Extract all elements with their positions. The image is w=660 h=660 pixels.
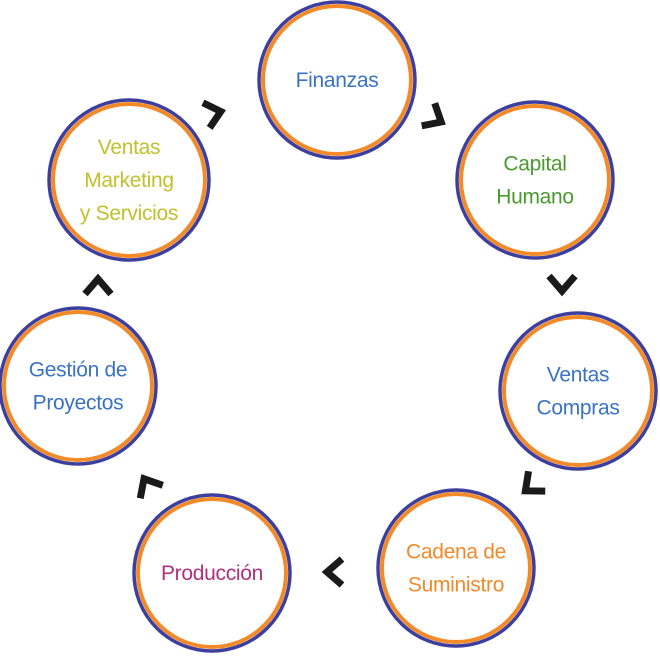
node-ring-outer <box>0 306 158 466</box>
node-label: Humano <box>496 186 574 209</box>
node-ring-inner <box>459 104 611 256</box>
chevron-icon <box>82 273 114 297</box>
node-ring-inner <box>136 497 288 649</box>
chevron-icon <box>201 99 226 130</box>
node-label: Capital <box>503 153 566 176</box>
node-ring-outer <box>498 311 658 471</box>
node-ring-outer <box>455 100 615 260</box>
node-gestion-de-proyectos: Gestión de Proyectos <box>0 306 158 466</box>
node-ring-outer <box>257 0 417 160</box>
node-ring-outer <box>132 493 292 653</box>
node-label: Ventas <box>547 364 609 387</box>
node-produccion: Producción <box>132 493 292 653</box>
node-ring-inner <box>2 310 154 462</box>
chevron-icon <box>421 102 446 130</box>
node-ring-outer <box>47 98 211 262</box>
node-label: Ventas <box>98 136 160 159</box>
node-label: Compras <box>536 397 619 420</box>
node-finanzas: Finanzas <box>257 0 417 160</box>
node-ring-inner <box>51 102 207 258</box>
node-ring-inner <box>261 4 413 156</box>
node-label: Marketing <box>84 169 174 192</box>
node-label: y Servicios <box>80 202 178 225</box>
chevron-icon <box>321 556 345 588</box>
node-ring-inner <box>502 315 654 467</box>
node-label: Gestión de <box>29 359 128 382</box>
node-label: Cadena de <box>406 541 506 564</box>
node-ring-outer <box>376 488 536 648</box>
chevron-icon <box>546 273 578 297</box>
node-ring-inner <box>380 492 532 644</box>
node-cadena-de-suministro: Cadena de Suministro <box>376 488 536 648</box>
chevron-icon <box>136 474 164 499</box>
node-label: Finanzas <box>296 69 379 92</box>
chevron-icon <box>521 470 546 495</box>
node-label: Producción <box>161 562 263 585</box>
node-label: Proyectos <box>33 392 124 415</box>
node-label: Suministro <box>408 574 504 597</box>
